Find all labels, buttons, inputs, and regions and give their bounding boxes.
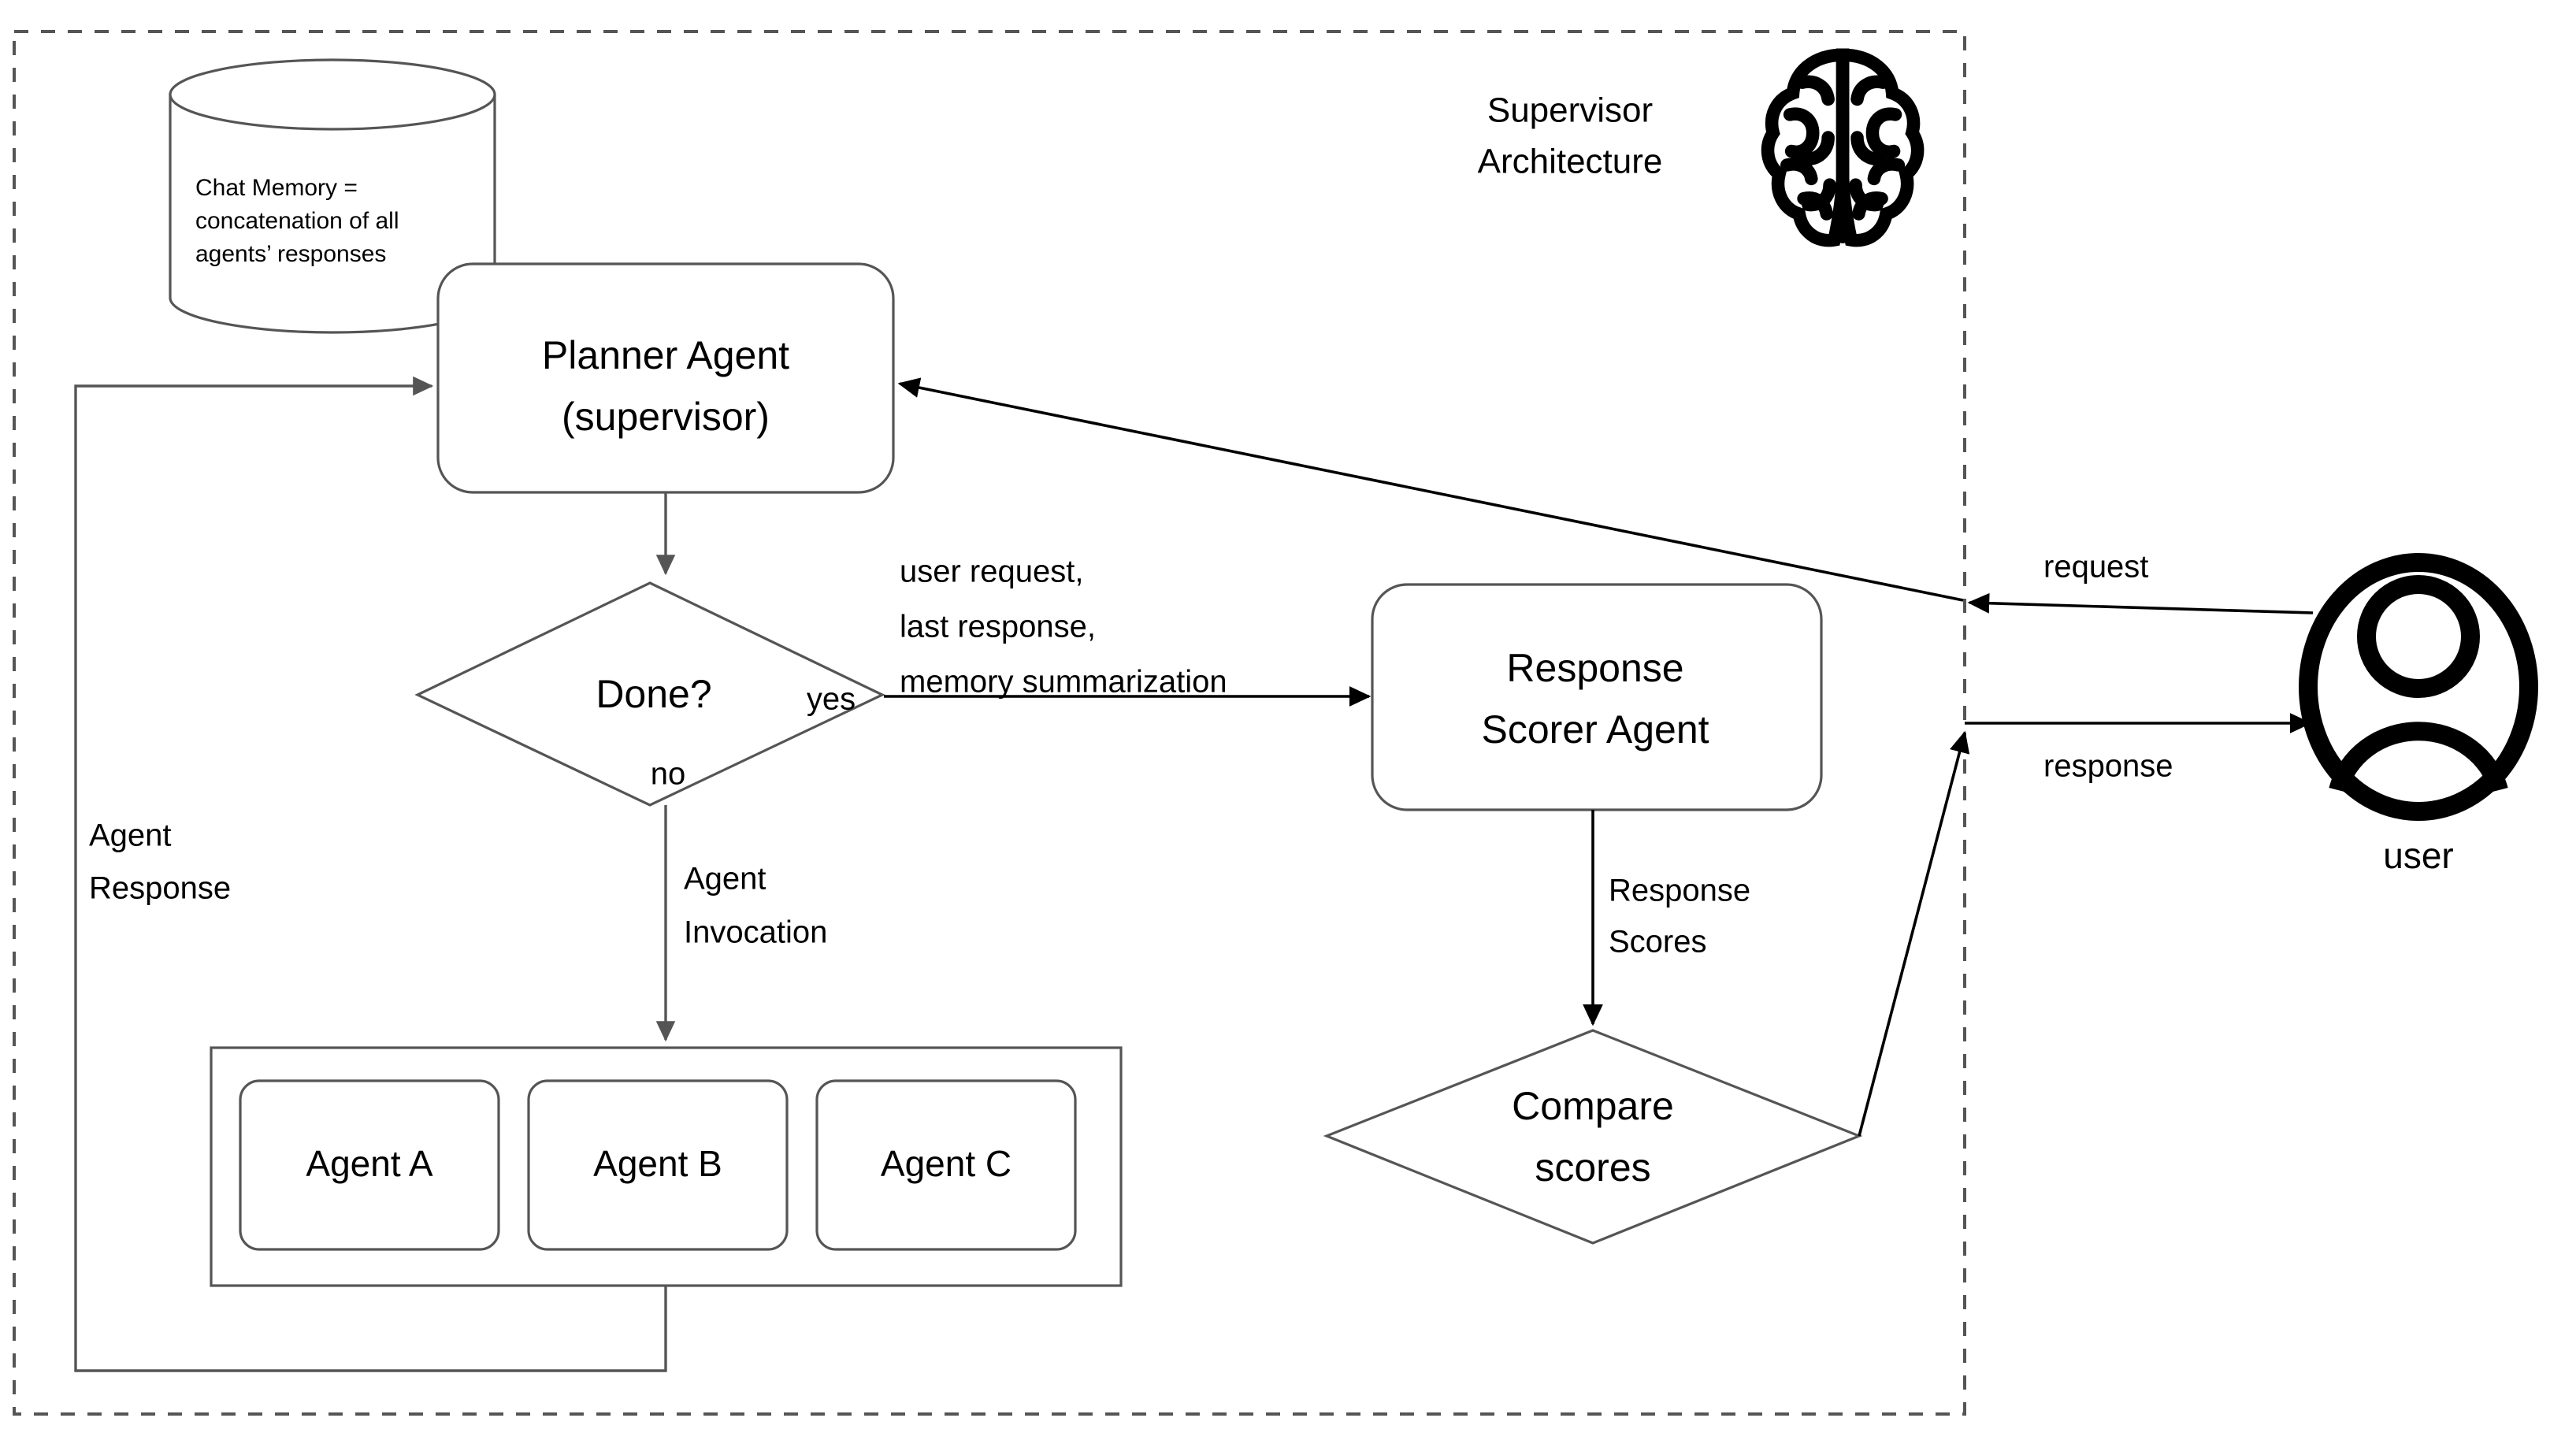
response-scorer-label-line1: Response bbox=[1506, 646, 1683, 690]
edge-label-scorer-payload-line2: last response, bbox=[900, 610, 1096, 644]
planner-agent-label-line1: Planner Agent bbox=[542, 333, 789, 377]
brain-icon bbox=[1761, 48, 1925, 247]
compare-scores-diamond[interactable] bbox=[1323, 1029, 1863, 1245]
edge-label-yes: yes bbox=[807, 682, 856, 717]
done-decision-label: Done? bbox=[596, 672, 711, 716]
agent-c-label: Agent C bbox=[881, 1143, 1011, 1184]
agent-a-box[interactable] bbox=[239, 1079, 500, 1251]
planner-agent-box[interactable] bbox=[436, 262, 895, 494]
agent-a-label: Agent A bbox=[306, 1143, 432, 1184]
supervisor-system-boundary bbox=[13, 30, 1966, 1416]
response-scorer-label-line2: Scorer Agent bbox=[1481, 707, 1709, 752]
user-label: user bbox=[2383, 835, 2453, 876]
agent-c-box[interactable] bbox=[815, 1079, 1077, 1251]
edge-label-response-scores-line2: Scores bbox=[1609, 925, 1707, 959]
chat-memory-text-line3: agents’ responses bbox=[195, 241, 386, 267]
compare-scores-label-line2: scores bbox=[1535, 1145, 1650, 1190]
user-icon bbox=[2299, 553, 2538, 821]
edge-label-agent-invocation-line2: Invocation bbox=[684, 915, 827, 950]
edge-label-scorer-payload-line1: user request, bbox=[900, 555, 1083, 589]
edge-label-agent-response-line2: Response bbox=[89, 871, 231, 906]
edge-label-response-scores-line1: Response bbox=[1609, 874, 1750, 908]
edge-label-scorer-payload-line3: memory summarization bbox=[900, 665, 1227, 700]
edge-label-user-request: request bbox=[2043, 550, 2148, 585]
planner-agent-label-line2: (supervisor) bbox=[562, 395, 770, 439]
agent-b-label: Agent B bbox=[593, 1143, 722, 1184]
agent-b-box[interactable] bbox=[527, 1079, 789, 1251]
chat-memory-cylinder bbox=[169, 58, 496, 334]
response-scorer-agent-box[interactable] bbox=[1371, 583, 1823, 811]
edge-label-agent-invocation-line1: Agent bbox=[684, 862, 766, 896]
chat-memory-text-line1: Chat Memory = bbox=[195, 175, 358, 201]
edge-agent-response-loop bbox=[74, 376, 667, 1372]
edge-request-to-planner bbox=[897, 377, 1964, 602]
diagram-title-line2: Architecture bbox=[1478, 143, 1663, 181]
edge-user-to-request-point bbox=[1967, 592, 2314, 614]
edge-compare-to-response-out bbox=[1858, 730, 1970, 1137]
edge-label-agent-response-line1: Agent bbox=[89, 818, 172, 853]
compare-scores-label-line1: Compare bbox=[1512, 1084, 1674, 1128]
chat-memory-text-line2: concatenation of all bbox=[195, 208, 399, 234]
edge-label-user-response: response bbox=[2043, 749, 2173, 784]
diagram-title-line1: Supervisor bbox=[1487, 91, 1653, 130]
done-decision-diamond[interactable] bbox=[414, 581, 885, 807]
edge-label-no: no bbox=[651, 757, 686, 792]
